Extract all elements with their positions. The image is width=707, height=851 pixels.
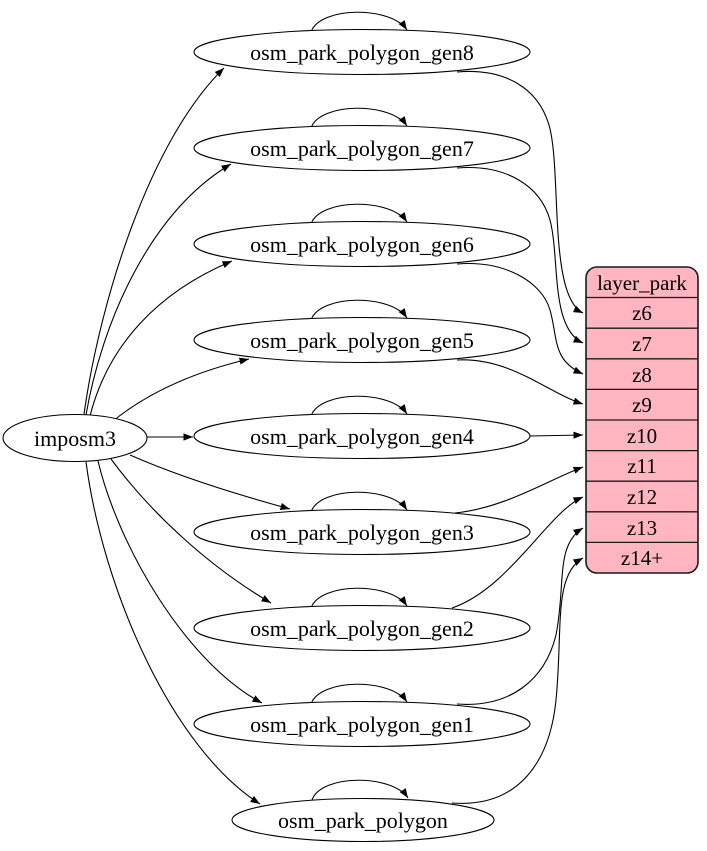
table-label: osm_park_polygon_gen3 <box>250 520 474 545</box>
edge-osm-park-polygon-gen4-layer-park-z10 <box>529 431 584 439</box>
node-imposm3: imposm3 <box>2 413 148 463</box>
node-osm-park-polygon-gen7: osm_park_polygon_gen7 <box>193 124 531 172</box>
edge-imposm3-osm-park-polygon <box>85 461 261 805</box>
edges-from-source <box>83 67 291 805</box>
table-label: osm_park_polygon_gen1 <box>250 712 474 737</box>
edges-to-record <box>451 70 584 804</box>
record-row-label-z7: z7 <box>632 332 652 356</box>
record-row-label-z6: z6 <box>632 301 652 325</box>
edge-osm-park-polygon-gen2-layer-park-z12 <box>451 496 584 609</box>
node-osm-park-polygon: osm_park_polygon <box>231 797 495 843</box>
edge-imposm3-osm-park-polygon-gen7 <box>85 163 232 416</box>
imposm3-ellipse <box>2 413 148 463</box>
table-label: osm_park_polygon_gen2 <box>250 616 474 641</box>
table-ellipse <box>193 604 531 652</box>
record-row-label-z13: z13 <box>627 516 657 540</box>
table-ellipse <box>193 508 531 556</box>
table-ellipse <box>231 797 495 843</box>
edge-imposm3-osm-park-polygon-gen8 <box>83 67 225 415</box>
node-osm-park-polygon-gen4: osm_park_polygon_gen4 <box>193 412 531 460</box>
edge-imposm3-osm-park-polygon-gen2 <box>110 458 272 604</box>
self-loop-osm-park-polygon-gen8 <box>310 11 408 33</box>
edge-osm-park-polygon-gen3-layer-park-z11 <box>454 466 584 514</box>
node-osm-park-polygon-gen2: osm_park_polygon_gen2 <box>193 604 531 652</box>
record-row-label-z9: z9 <box>632 393 652 417</box>
edge-imposm3-osm-park-polygon-gen1 <box>97 460 263 704</box>
self-loop-osm-park-polygon-gen4 <box>310 395 408 417</box>
edge-imposm3-osm-park-polygon-gen6 <box>89 260 233 417</box>
edge-imposm3-osm-park-polygon-gen5 <box>112 357 250 422</box>
node-osm-park-polygon-gen3: osm_park_polygon_gen3 <box>193 508 531 556</box>
table-ellipse <box>193 316 531 364</box>
table-label: osm_park_polygon_gen5 <box>250 328 474 353</box>
self-loop-osm-park-polygon-gen5 <box>310 299 408 321</box>
edge-osm-park-polygon-gen1-layer-park-z13 <box>456 527 584 705</box>
table-label: osm_park_polygon_gen6 <box>250 232 474 257</box>
edge-osm-park-polygon-gen8-layer-park-z6 <box>456 70 584 314</box>
record-row-label-z14plus: z14+ <box>621 546 663 570</box>
self-loop-osm-park-polygon-gen7 <box>310 107 408 129</box>
layer-park-title: layer_park <box>597 271 687 295</box>
self-loop-osm-park-polygon-gen6 <box>310 203 408 225</box>
table-ellipse <box>193 124 531 172</box>
self-loop-osm-park-polygon-gen2 <box>310 587 408 609</box>
self-loop-osm-park-polygon <box>311 779 409 801</box>
edge-osm-park-polygon-gen5-layer-park-z9 <box>456 359 584 405</box>
node-osm-park-polygon-gen1: osm_park_polygon_gen1 <box>193 700 531 748</box>
layer-park-row-dividers <box>586 296 698 544</box>
table-label: osm_park_polygon_gen8 <box>250 40 474 65</box>
table-ellipse <box>193 28 531 76</box>
edge-osm-park-polygon-gen7-layer-park-z7 <box>456 166 584 344</box>
node-layer-park: layer_park z6 z7 z8 z9 z10 z11 z12 z13 z… <box>585 266 699 574</box>
table-ellipse <box>193 412 531 460</box>
table-ellipse <box>193 700 531 748</box>
record-row-label-z10: z10 <box>627 424 657 448</box>
table-ellipse <box>193 220 531 268</box>
table-label: osm_park_polygon_gen4 <box>250 424 474 449</box>
node-osm-park-polygon-gen6: osm_park_polygon_gen6 <box>193 220 531 268</box>
edge-imposm3-osm-park-polygon-gen3 <box>129 454 291 510</box>
edge-osm-park-polygon-layer-park-z14plus <box>451 557 584 804</box>
node-osm-park-polygon-gen5: osm_park_polygon_gen5 <box>193 316 531 364</box>
table-label: osm_park_polygon <box>278 808 448 833</box>
record-row-label-z12: z12 <box>627 485 657 509</box>
record-row-label-z8: z8 <box>632 363 652 387</box>
self-loops <box>310 11 409 801</box>
table-label: osm_park_polygon_gen7 <box>250 136 474 161</box>
imposm3-label: imposm3 <box>34 426 116 451</box>
record-row-label-z11: z11 <box>627 454 657 478</box>
self-loop-osm-park-polygon-gen3 <box>310 491 408 513</box>
self-loop-osm-park-polygon-gen1 <box>310 683 408 705</box>
edge-osm-park-polygon-gen6-layer-park-z8 <box>456 262 584 375</box>
node-osm-park-polygon-gen8: osm_park_polygon_gen8 <box>193 28 531 76</box>
